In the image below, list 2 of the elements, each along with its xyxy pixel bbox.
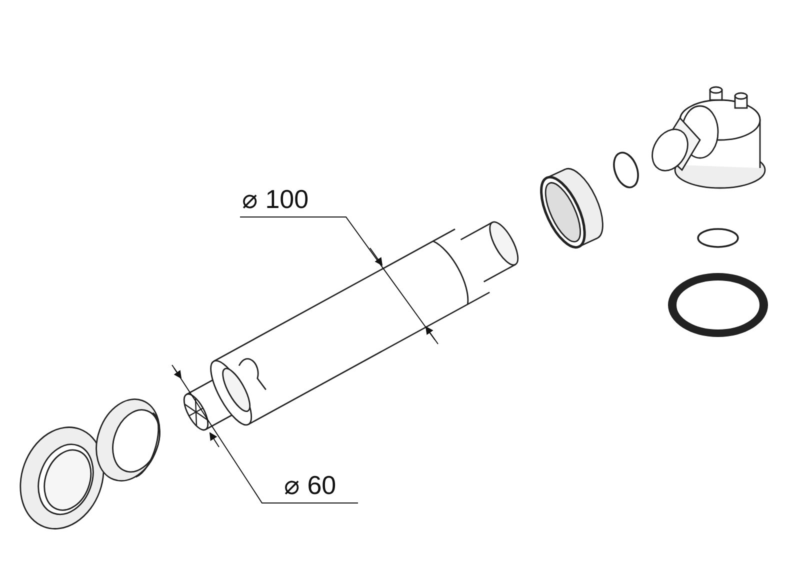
dimension-label: ⌀ 100 xyxy=(242,186,309,212)
dimension-label: ⌀ 60 xyxy=(284,472,336,498)
